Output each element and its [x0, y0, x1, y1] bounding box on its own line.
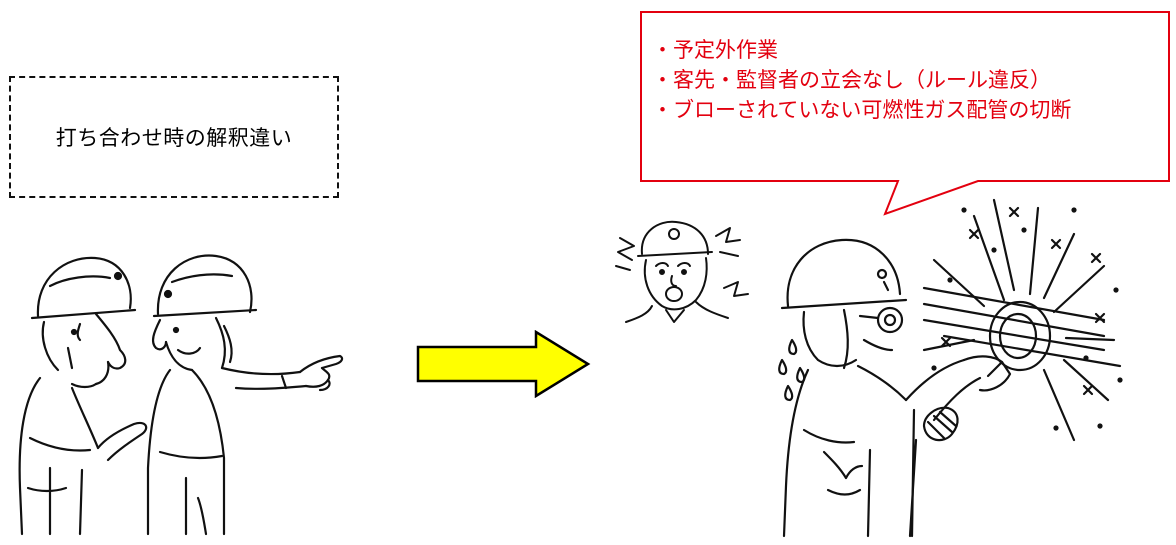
callout-line: ・ブローされていない可燃性ガス配管の切断: [652, 98, 1072, 122]
caption-text: 打ち合わせ時の解釈違い: [55, 126, 293, 150]
arrow-right-icon: [416, 329, 592, 402]
callout-line: ・予定外作業: [652, 38, 778, 62]
worker-cutting-pipe-illustration: [774, 190, 1134, 544]
caption-box: 打ち合わせ時の解釈違い: [9, 76, 339, 198]
warning-callout: ・予定外作業 ・客先・監督者の立会なし（ルール違反） ・ブローされていない可燃性…: [640, 11, 1171, 216]
callout-line: ・客先・監督者の立会なし（ルール違反）: [652, 68, 1051, 92]
surprised-supervisor-illustration: [612, 218, 772, 342]
callout-lines: ・予定外作業 ・客先・監督者の立会なし（ルール違反） ・ブローされていない可燃性…: [652, 35, 1167, 125]
two-workers-illustration: [10, 238, 360, 542]
